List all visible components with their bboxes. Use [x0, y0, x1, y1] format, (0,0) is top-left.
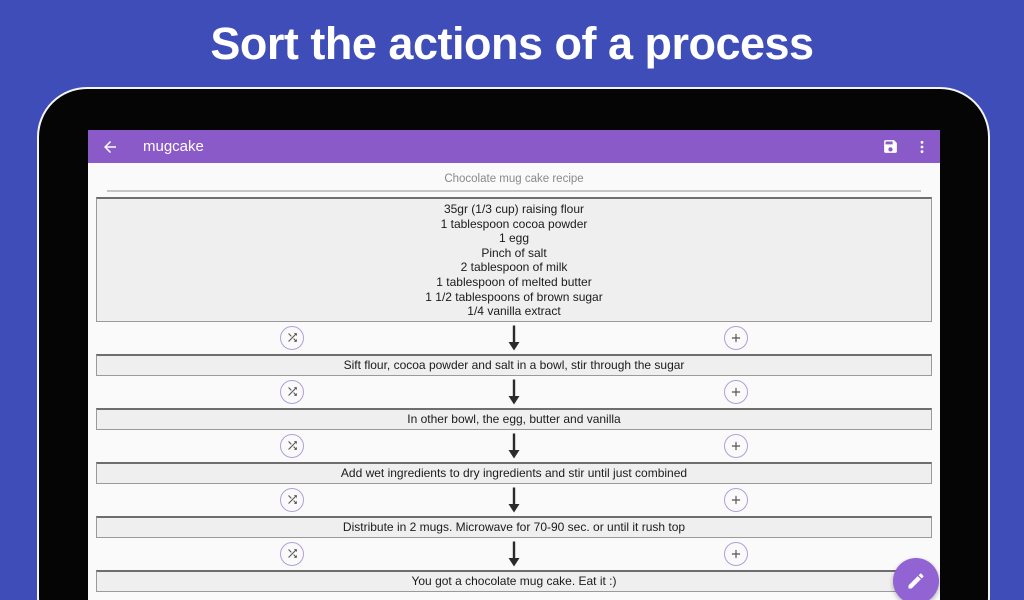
step-connector-row	[88, 430, 940, 462]
save-icon	[882, 138, 899, 155]
shuffle-icon	[286, 331, 299, 344]
step-connector-row	[88, 322, 940, 354]
ingredient-line: 2 tablespoon of milk	[460, 260, 568, 275]
step-card[interactable]: In other bowl, the egg, butter and vanil…	[96, 407, 932, 430]
tablet-frame: mugcake Chocolate mug cake recipe 35gr (…	[37, 87, 990, 600]
ingredient-line: Pinch of salt	[481, 245, 547, 260]
ingredient-line: 1 tablespoon cocoa powder	[440, 216, 588, 231]
header-divider	[107, 190, 921, 192]
ingredient-line: 1 tablespoon of melted butter	[436, 274, 592, 289]
overflow-menu-button[interactable]	[910, 135, 934, 159]
down-arrow-icon	[507, 378, 521, 405]
down-arrow-icon	[507, 324, 521, 351]
ingredient-line: 35gr (1/3 cup) raising flour	[443, 202, 585, 216]
down-arrow-icon	[507, 486, 521, 513]
add-step-button[interactable]	[723, 541, 748, 566]
plus-icon	[729, 439, 743, 453]
plus-icon	[729, 547, 743, 561]
process-title: Chocolate mug cake recipe	[444, 173, 584, 185]
ingredient-line: 1/4 vanilla extract	[467, 304, 561, 319]
step-card[interactable]: Sift flour, cocoa powder and salt in a b…	[96, 353, 932, 376]
step-card[interactable]: Distribute in 2 mugs. Microwave for 70-9…	[96, 515, 932, 538]
swap-steps-button[interactable]	[280, 433, 305, 458]
add-step-button[interactable]	[723, 433, 748, 458]
edit-fab-button[interactable]	[893, 558, 939, 600]
process-content: Chocolate mug cake recipe 35gr (1/3 cup)…	[88, 163, 940, 592]
add-step-button[interactable]	[723, 379, 748, 404]
shuffle-icon	[286, 385, 299, 398]
back-button[interactable]	[98, 135, 122, 159]
shuffle-icon	[286, 493, 299, 506]
down-arrow-icon	[507, 540, 521, 567]
banner-title: Sort the actions of a process	[210, 18, 814, 69]
plus-icon	[729, 493, 743, 507]
add-step-button[interactable]	[723, 487, 748, 512]
plus-icon	[729, 331, 743, 345]
step-connector-row	[88, 376, 940, 408]
arrow-back-icon	[101, 138, 119, 156]
step-connector-row	[88, 538, 940, 570]
ingredient-line: 1 1/2 tablespoons of brown sugar	[425, 289, 603, 304]
down-arrow-icon	[507, 432, 521, 459]
step-connector-row	[88, 484, 940, 516]
toolbar-title: mugcake	[143, 138, 204, 155]
banner: Sort the actions of a process	[0, 0, 1024, 88]
app-screen: mugcake Chocolate mug cake recipe 35gr (…	[88, 130, 940, 600]
step-card[interactable]: Add wet ingredients to dry ingredients a…	[96, 461, 932, 484]
shuffle-icon	[286, 547, 299, 560]
save-button[interactable]	[878, 135, 902, 159]
add-step-button[interactable]	[723, 325, 748, 350]
shuffle-icon	[286, 439, 299, 452]
app-toolbar: mugcake	[88, 130, 940, 163]
swap-steps-button[interactable]	[280, 379, 305, 404]
ingredient-line: 1 egg	[498, 231, 530, 246]
pencil-edit-icon	[906, 571, 926, 591]
swap-steps-button[interactable]	[280, 487, 305, 512]
swap-steps-button[interactable]	[280, 541, 305, 566]
swap-steps-button[interactable]	[280, 325, 305, 350]
process-flow: Sift flour, cocoa powder and salt in a b…	[88, 322, 940, 592]
plus-icon	[729, 385, 743, 399]
three-dot-menu-icon	[914, 139, 930, 155]
step-card[interactable]: You got a chocolate mug cake. Eat it :)	[96, 569, 932, 592]
